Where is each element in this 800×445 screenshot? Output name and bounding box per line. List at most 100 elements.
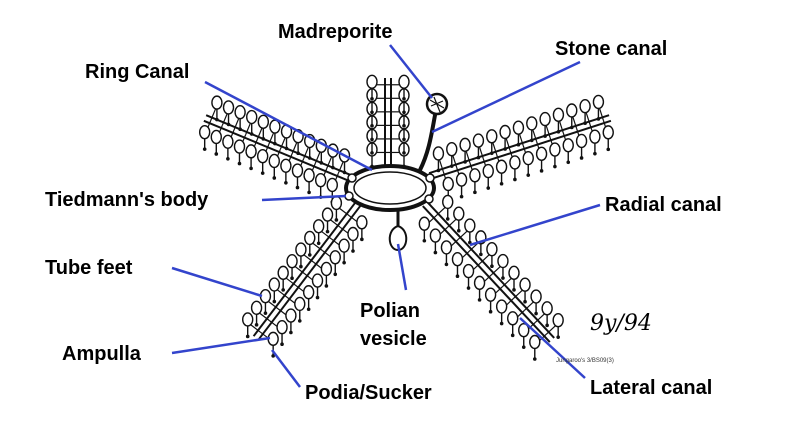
sucker-shape [486, 186, 491, 190]
sucker-shape [402, 137, 406, 142]
sucker-shape [263, 311, 268, 315]
sucker-shape [333, 272, 338, 277]
sucker-shape [553, 164, 557, 169]
sucker-shape [529, 138, 534, 143]
arm-lower-right [418, 194, 564, 361]
ampulla-shape [321, 207, 334, 222]
starfish-arms [198, 74, 614, 361]
sucker-shape [342, 170, 347, 175]
sucker-shape [249, 166, 253, 171]
ampulla-shape [508, 265, 520, 281]
labels: Madreporite Stone canal Ring Canal Tiedm… [45, 21, 722, 404]
ampulla-shape [311, 273, 324, 288]
ampulla-shape [442, 176, 454, 192]
sucker-shape [513, 177, 517, 182]
sucker-shape [523, 299, 527, 304]
sucker-shape [324, 284, 329, 288]
ampulla-shape [473, 275, 486, 291]
arm-lower-left [242, 195, 368, 358]
ampulla-shape [495, 159, 508, 174]
ampulla-shape [256, 148, 269, 164]
tiedmanns-body-label: Tiedmann's body [45, 189, 209, 211]
sucker-shape [532, 357, 537, 361]
ampulla-shape [549, 142, 561, 157]
ampulla-shape [469, 168, 481, 183]
ampulla-shape [552, 312, 564, 328]
ampulla-shape [566, 103, 578, 118]
sucker-shape [370, 151, 374, 155]
ampulla-shape [464, 218, 476, 233]
ampulla-shape [484, 287, 497, 302]
ampulla-shape [506, 311, 519, 326]
ampulla-shape [245, 144, 257, 159]
ampulla-shape [330, 195, 343, 211]
ring-canal-label: Ring Canal [85, 61, 189, 83]
ampulla-shape [522, 150, 534, 166]
ampulla-shape [529, 334, 541, 350]
polian-label-line1: Polian [360, 300, 420, 322]
sucker-shape [226, 122, 231, 127]
sucker-shape [468, 240, 472, 245]
sucker-shape [260, 171, 265, 175]
ampulla-label: Ampulla [62, 343, 142, 365]
ampulla-shape [432, 146, 445, 161]
sucker-shape [297, 319, 302, 323]
sucker-shape [488, 309, 493, 314]
sucker-shape [449, 164, 454, 168]
sucker-shape [499, 321, 504, 326]
sucker-shape [569, 125, 574, 130]
ampulla-shape [276, 320, 288, 335]
ampulla-shape [440, 240, 453, 255]
sucker-shape [459, 194, 464, 199]
ampulla-shape [222, 134, 234, 149]
ampulla-shape [575, 133, 588, 149]
ampulla-shape [497, 253, 509, 269]
sucker-shape [579, 156, 584, 160]
sucker-shape [445, 217, 450, 221]
ampulla-shape [453, 206, 465, 221]
sucker-shape [422, 238, 427, 243]
radial-canal-pointer [469, 203, 601, 247]
madreporite-pointer [389, 44, 433, 99]
ampulla-shape [541, 301, 553, 316]
sucker-shape [295, 185, 300, 190]
ampulla-shape [602, 125, 614, 140]
sucker-shape [433, 250, 438, 255]
ampulla-shape [512, 120, 525, 135]
sucker-shape [271, 354, 275, 358]
sucker-shape [402, 96, 406, 101]
sucker-shape [444, 262, 449, 267]
sucker-shape [284, 146, 289, 151]
sucker-shape [290, 276, 294, 281]
ampulla-shape [552, 107, 565, 123]
sucker-shape [342, 260, 346, 265]
ring-canal-pointer [204, 80, 373, 172]
sucker-shape [249, 132, 254, 136]
ampulla-shape [347, 226, 359, 242]
ampulla-shape [233, 139, 246, 154]
polian-label-line2: vesicle [360, 328, 427, 350]
sucker-shape [226, 156, 230, 161]
ampulla-shape [535, 146, 548, 162]
ampulla-shape [295, 242, 307, 257]
ampulla-shape [539, 111, 551, 127]
ampulla-shape [326, 177, 338, 193]
sucker-shape [473, 190, 477, 195]
ampulla-shape [285, 308, 297, 323]
sucker-shape [596, 117, 601, 121]
sucker-shape [489, 151, 494, 156]
ampulla-shape [482, 163, 494, 179]
ampulla-shape [486, 242, 498, 257]
arm-upper-left [198, 95, 352, 204]
ampulla-shape [198, 124, 211, 140]
sucker-shape [456, 228, 461, 233]
sucker-shape [545, 323, 549, 328]
ampulla-shape [329, 250, 341, 265]
sucker-shape [556, 335, 560, 339]
sucker-shape [306, 307, 311, 312]
sucker-shape [606, 147, 611, 152]
sucker-shape [237, 161, 242, 166]
madreporite-label: Madreporite [278, 21, 392, 43]
tube-feet-pointer [171, 266, 263, 298]
ampulla-shape [338, 238, 350, 253]
